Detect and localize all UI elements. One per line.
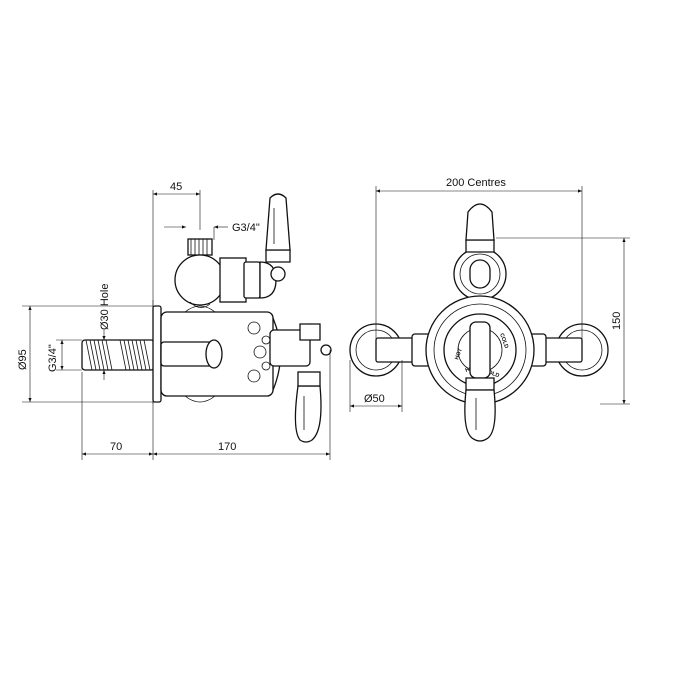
right-inlet-pipe <box>525 323 609 377</box>
dial-cold2-label: COLD <box>483 368 500 379</box>
thread-top-label: G3/4" <box>232 222 260 234</box>
dim-thread-left: G3/4" <box>47 339 82 372</box>
front-main-body: HOT COLD HOT COLD <box>425 295 535 442</box>
dial-hot-label: HOT <box>454 347 464 361</box>
dim-50-label: Ø50 <box>364 393 385 405</box>
left-inlet-pipe <box>349 323 433 377</box>
upper-lever-handle <box>265 193 291 282</box>
wall-flange <box>152 305 162 403</box>
dim-95-label: Ø95 <box>17 349 29 370</box>
dim-45: 45 <box>152 181 201 300</box>
dim-150-label: 150 <box>611 312 623 330</box>
dim-depth: 70 170 <box>81 350 331 460</box>
hole-label: Ø30 Hole <box>99 284 111 330</box>
centres-label: 200 Centres <box>446 177 506 189</box>
dim-centres: 200 Centres <box>375 177 583 340</box>
dim-170-label: 170 <box>218 441 236 453</box>
dim-hole: Ø30 Hole <box>99 284 111 380</box>
front-upper-valve <box>453 203 507 301</box>
upper-valve <box>174 238 277 308</box>
thread-left-label: G3/4" <box>47 344 59 372</box>
threaded-inlet <box>81 339 155 371</box>
front-view: HOT COLD HOT COLD 200 Centres 150 <box>349 177 630 442</box>
dim-70-label: 70 <box>110 441 122 453</box>
lower-lever-handle <box>269 323 332 443</box>
dim-thread-top: G3/4" <box>164 222 260 240</box>
dial-cold-label: COLD <box>498 333 509 350</box>
dim-45-label: 45 <box>170 181 182 193</box>
dim-150: 150 <box>496 237 630 405</box>
side-view: 45 G3/4" Ø30 Hole Ø95 G3/4" <box>17 181 332 460</box>
dim-50: Ø50 <box>349 360 403 412</box>
dim-95: Ø95 <box>17 305 153 403</box>
side-outlet-pipe <box>160 339 223 369</box>
